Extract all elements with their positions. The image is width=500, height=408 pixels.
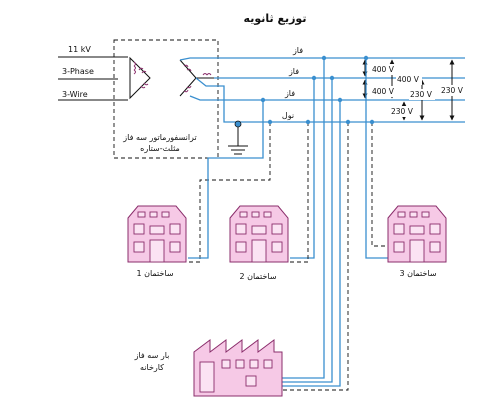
diagram-title: توزیع ثانویه <box>244 12 307 25</box>
phase-label-1: فاز <box>292 46 303 55</box>
voltage-label-230-a: 230 V <box>410 90 433 99</box>
building-2-label: ساختمان 2 <box>239 272 276 281</box>
building-1 <box>127 205 187 263</box>
primary-voltage-label: 11 kV <box>68 45 91 54</box>
building-3-feed <box>365 58 388 259</box>
factory <box>193 339 283 397</box>
voltage-label-400-b: 400 V <box>397 75 420 84</box>
star-winding-icon <box>179 59 214 97</box>
voltage-label-400-a: 400 V <box>372 65 395 74</box>
neutral-line <box>195 77 465 123</box>
phase-line-3 <box>189 95 465 101</box>
junction-dots <box>260 55 375 125</box>
building-2-feed <box>290 78 315 263</box>
primary-wire-label: 3-Wire <box>62 90 88 99</box>
phase-line-1 <box>179 57 465 61</box>
neutral-label: نول <box>282 111 294 120</box>
building-1-feed <box>188 100 271 263</box>
building-1-label: ساختمان 1 <box>136 269 173 278</box>
building-3 <box>387 205 447 263</box>
voltage-label-230-b: 230 V <box>441 86 464 95</box>
factory-feed <box>282 58 349 391</box>
factory-label-line1: بار سه فاز <box>134 351 170 360</box>
factory-label-line2: کارخانه <box>140 363 164 372</box>
phase-label-2: فاز <box>288 67 299 76</box>
voltage-label-230-c: 230 V <box>391 107 414 116</box>
transformer-box <box>113 39 219 159</box>
primary-phase-label: 3-Phase <box>62 67 94 76</box>
voltage-label-400-c: 400 V <box>372 87 395 96</box>
building-3-label: ساختمان 3 <box>399 269 436 278</box>
phase-label-3: فاز <box>284 89 295 98</box>
delta-winding-icon <box>129 56 151 100</box>
transformer-label-line1: ترانسفورماتور سه فاز <box>122 133 196 142</box>
ground-icon <box>228 120 248 155</box>
building-2 <box>229 205 289 263</box>
transformer-label-line2: مثلث-ستاره <box>140 144 180 153</box>
